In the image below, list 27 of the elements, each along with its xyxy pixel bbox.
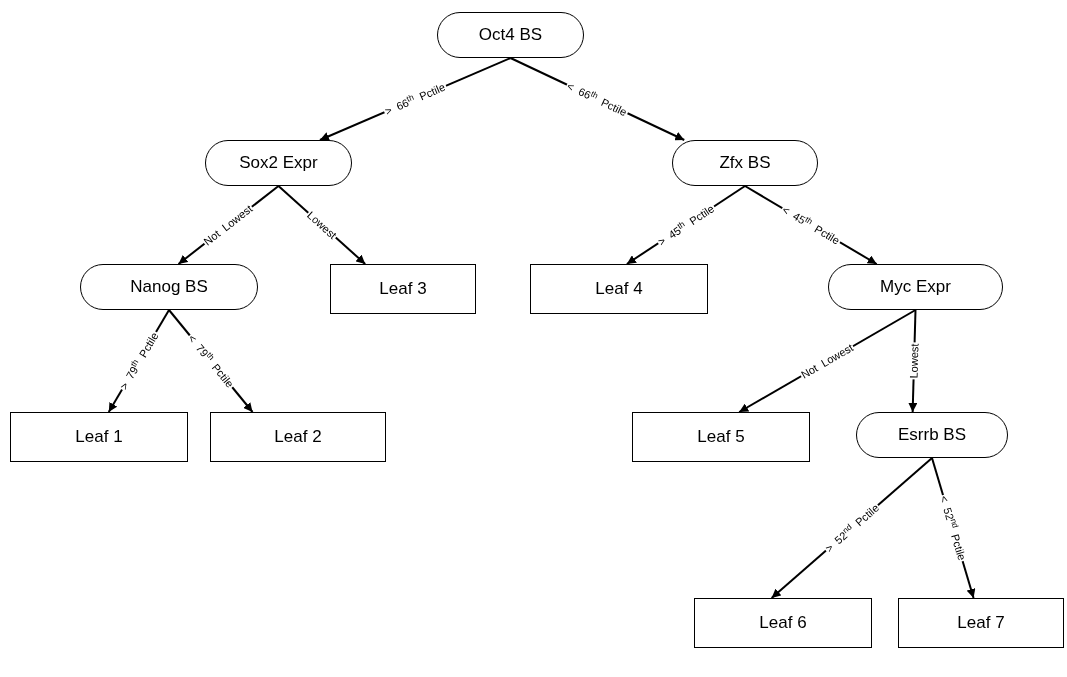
leaf-box [694,598,872,648]
node-label: Leaf 2 [274,426,322,449]
node-label: Leaf 6 [759,612,807,635]
node-label: Myc Expr [880,276,951,299]
node-label: Leaf 4 [595,278,643,301]
leaf-box [898,598,1064,648]
leaf-box [10,412,188,462]
node-label: Leaf 1 [75,426,123,449]
leaf-box [530,264,708,314]
leaf-box [330,264,476,314]
node-label: Nanog BS [130,276,208,299]
decision-node [205,140,352,186]
decision-node [828,264,1003,310]
decision-node [856,412,1008,458]
node-label: Zfx BS [719,152,771,175]
node-label: Sox2 Expr [239,152,318,175]
node-label: Leaf 5 [697,426,745,449]
decision-node [80,264,258,310]
node-label: Oct4 BS [478,24,543,47]
node-label: Leaf 3 [379,278,427,301]
node-label: Esrrb BS [898,424,966,447]
node-label: Leaf 7 [957,612,1005,635]
leaf-box [632,412,810,462]
decision-node [437,12,584,58]
decision-node [672,140,818,186]
leaf-box [210,412,386,462]
edge-label: Lowest [907,342,921,380]
